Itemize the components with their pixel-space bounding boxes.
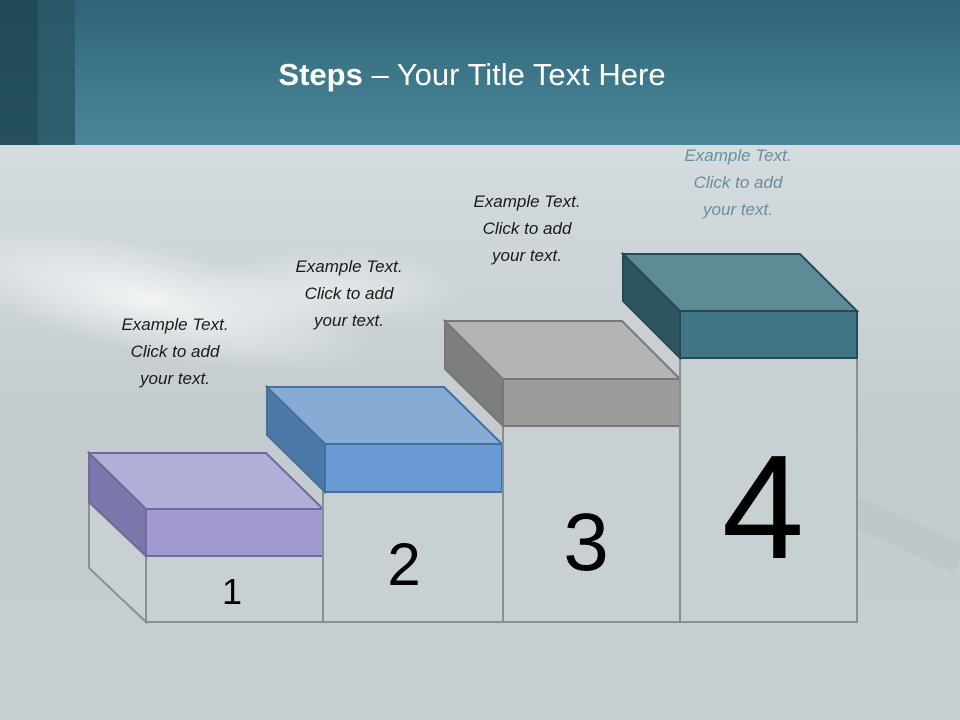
title-rest: – Your Title Text Here [362, 57, 666, 92]
step-4-number: 4 [722, 425, 804, 590]
caption-line: Click to add [482, 219, 572, 238]
step-1-number: 1 [222, 571, 242, 612]
step-3[interactable]: 3 [442, 318, 683, 623]
step-4[interactable]: 4 [620, 251, 860, 623]
step-1[interactable]: 1 [86, 450, 326, 625]
step-3-number: 3 [563, 497, 609, 588]
caption-line: your text. [492, 246, 562, 265]
caption-line: Example Text. [684, 146, 792, 165]
caption-line: your text. [703, 200, 773, 219]
caption-line: Click to add [304, 284, 394, 303]
step-2[interactable]: 2 [264, 384, 505, 623]
step-1-caption[interactable]: Example Text. Click to add your text. [85, 311, 265, 392]
step-2-caption[interactable]: Example Text. Click to add your text. [259, 253, 439, 334]
step-1-box [145, 555, 324, 623]
caption-line: Example Text. [295, 257, 403, 276]
step-4-caption[interactable]: Example Text. Click to add your text. [648, 142, 828, 223]
caption-line: Example Text. [473, 192, 581, 211]
step-2-number: 2 [387, 531, 420, 598]
step-4-block-front [679, 310, 858, 359]
step-1-block-front [145, 508, 324, 557]
slide-title[interactable]: Steps – Your Title Text Here [0, 55, 944, 95]
caption-line: Click to add [130, 342, 220, 361]
caption-line: your text. [140, 369, 210, 388]
title-bold: Steps [278, 57, 363, 92]
step-3-caption[interactable]: Example Text. Click to add your text. [437, 188, 617, 269]
step-2-box [322, 491, 504, 623]
step-3-block-front [502, 378, 681, 427]
step-3-box [502, 425, 681, 623]
caption-line: Example Text. [121, 315, 229, 334]
caption-line: your text. [314, 311, 384, 330]
step-4-box [679, 357, 858, 623]
title-bar [0, 0, 960, 145]
caption-line: Click to add [693, 173, 783, 192]
header-accent-band [38, 0, 75, 145]
header-accent-band [0, 0, 38, 145]
step-2-block-front [324, 443, 503, 493]
